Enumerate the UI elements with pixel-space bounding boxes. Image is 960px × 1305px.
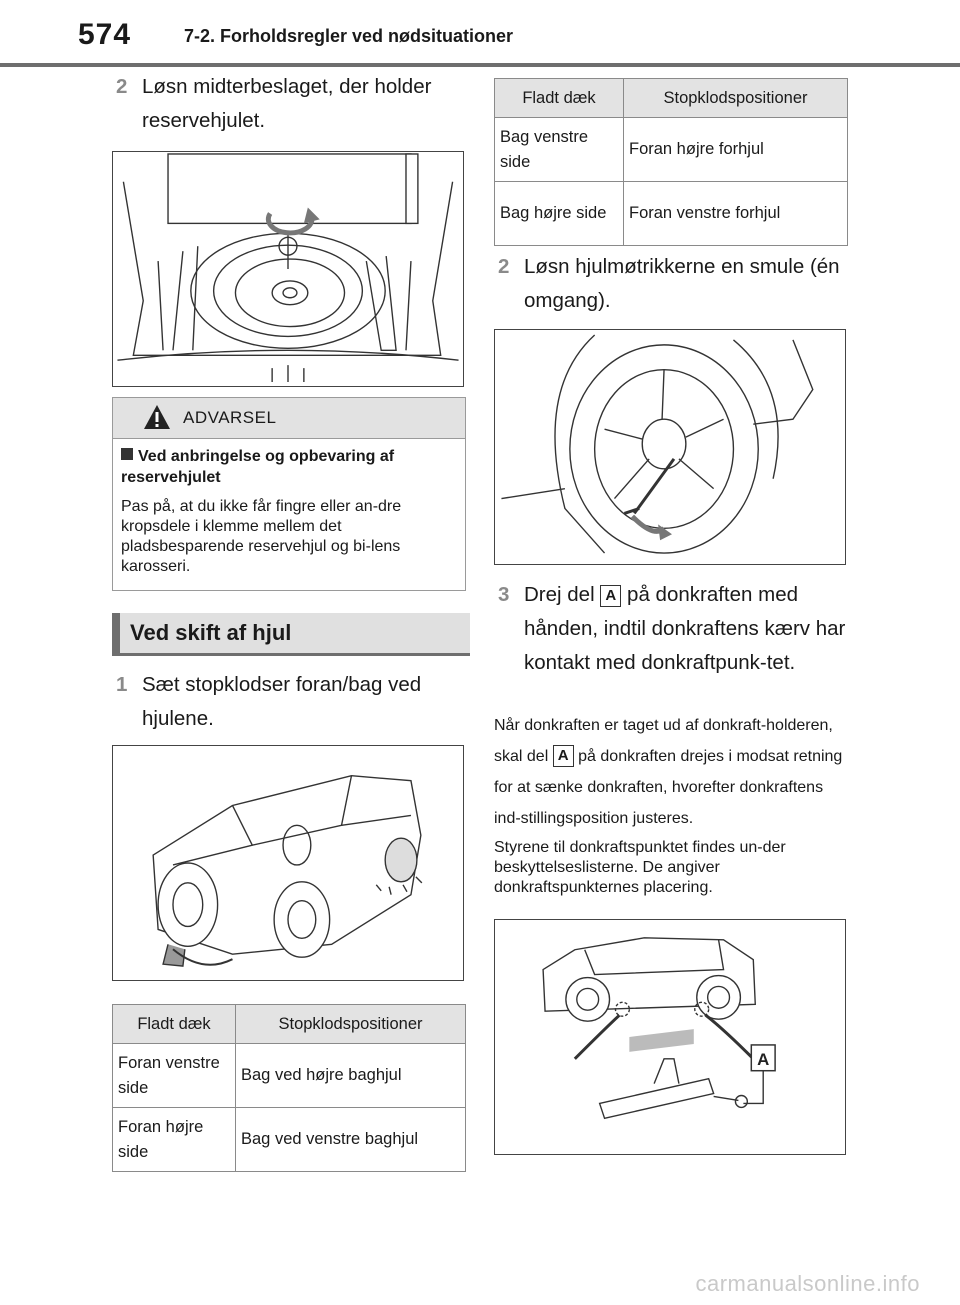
table-row: Bag højre side Foran venstre forhjul xyxy=(494,181,848,246)
wheel-chocks-figure xyxy=(112,745,464,981)
warning-header: ADVARSEL xyxy=(113,398,465,439)
chapter-title: 7-2. Forholdsregler ved nødsituationer xyxy=(184,26,514,46)
table-header-row: Fladt dæk Stopklodspositioner xyxy=(112,1004,466,1044)
table-cell: Bag højre side xyxy=(494,181,624,246)
note-jack-points: Styrene til donkraftspunktet findes un-d… xyxy=(494,839,786,896)
table-header-cell: Stopklodspositioner xyxy=(623,78,848,118)
table-header-cell: Fladt dæk xyxy=(494,78,624,118)
step-text-before: Drej del xyxy=(524,583,595,606)
car-with-chocks-illustration xyxy=(152,775,423,967)
step-2-loosen-nuts: 2 Løsn hjulmøtrikkerne en smule (én omga… xyxy=(498,250,848,318)
warning-triangle-icon xyxy=(144,405,170,429)
warning-body: Pas på, at du ikke får fingre eller an-d… xyxy=(121,498,402,575)
note-text-after: på donkraften drejes i modsat retning fo… xyxy=(494,748,843,827)
step-3-turn-jack: 3 Drej del A på donkraften med hånden, i… xyxy=(498,578,848,680)
jack-points-figure: A xyxy=(494,919,846,1155)
spare-wheel-illustration xyxy=(117,153,459,383)
loosen-nuts-figure xyxy=(494,329,846,565)
bullet-square-icon xyxy=(121,448,133,460)
header-rule xyxy=(0,63,960,67)
table-header-cell: Stopklodspositioner xyxy=(235,1004,466,1044)
table-cell: Foran venstre forhjul xyxy=(623,181,848,246)
step-number: 2 xyxy=(498,255,510,278)
table-cell: Foran højre forhjul xyxy=(623,117,848,182)
section-title: Ved skift af hjul xyxy=(130,620,292,645)
table-row: Foran venstre side Bag ved højre baghjul xyxy=(112,1043,466,1108)
table-row: Bag venstre side Foran højre forhjul xyxy=(494,117,848,182)
warning-label: ADVARSEL xyxy=(183,408,277,427)
step-text: Løsn midterbeslaget, der holder reserveh… xyxy=(142,75,432,132)
watermark: carmanualsonline.info xyxy=(695,1271,920,1296)
part-a-label: A xyxy=(552,745,574,767)
step-text: Løsn hjulmøtrikkerne en smule (én omgang… xyxy=(524,255,840,312)
warning-subtitle-text: Ved anbringelse og opbevaring af reserve… xyxy=(121,448,395,486)
step-number: 2 xyxy=(116,75,128,98)
step-1-wheel-chocks: 1 Sæt stopklodser foran/bag ved hjulene. xyxy=(116,668,466,736)
warning-subtitle: Ved anbringelse og opbevaring af reserve… xyxy=(121,446,457,488)
step-text: Drej del A på donkraften med hånden, ind… xyxy=(498,578,848,680)
chock-positions-table-rear: Fladt dæk Stopklodspositioner Bag venstr… xyxy=(494,78,848,246)
table-cell: Foran højre side xyxy=(112,1107,236,1172)
note-lowering-jack: Når donkraften er taget ud af donkraft-h… xyxy=(494,710,846,834)
jack-illustration: A xyxy=(542,937,776,1120)
step-2-loosen-bracket: 2 Løsn midterbeslaget, der holder reserv… xyxy=(116,70,466,138)
section-heading: Ved skift af hjul xyxy=(112,613,470,656)
step-text-after: på donkraften med hånden, indtil donkraf… xyxy=(524,583,846,674)
table-cell: Bag ved venstre baghjul xyxy=(235,1107,466,1172)
step-number: 3 xyxy=(498,583,510,606)
note-text-before: Når donkraften er taget ud af donkraft-h… xyxy=(494,717,833,765)
table-cell: Foran venstre side xyxy=(112,1043,236,1108)
step-text: Sæt stopklodser foran/bag ved hjulene. xyxy=(142,673,422,730)
table-header-row: Fladt dæk Stopklodspositioner xyxy=(494,78,848,118)
warning-box: ADVARSEL Ved anbringelse og opbevaring a… xyxy=(112,397,466,591)
step-number: 1 xyxy=(116,673,128,696)
table-cell: Bag ved højre baghjul xyxy=(235,1043,466,1108)
table-row: Foran højre side Bag ved venstre baghjul xyxy=(112,1107,466,1172)
table-cell: Bag venstre side xyxy=(494,117,624,182)
page-number: 574 xyxy=(78,18,132,51)
wheel-wrench-illustration xyxy=(501,334,814,554)
spare-wheel-figure xyxy=(112,151,464,387)
chock-positions-table-front: Fladt dæk Stopklodspositioner Foran vens… xyxy=(112,1004,466,1172)
figure-part-a-label: A xyxy=(757,1050,769,1069)
part-a-label: A xyxy=(600,585,622,607)
table-header-cell: Fladt dæk xyxy=(112,1004,236,1044)
